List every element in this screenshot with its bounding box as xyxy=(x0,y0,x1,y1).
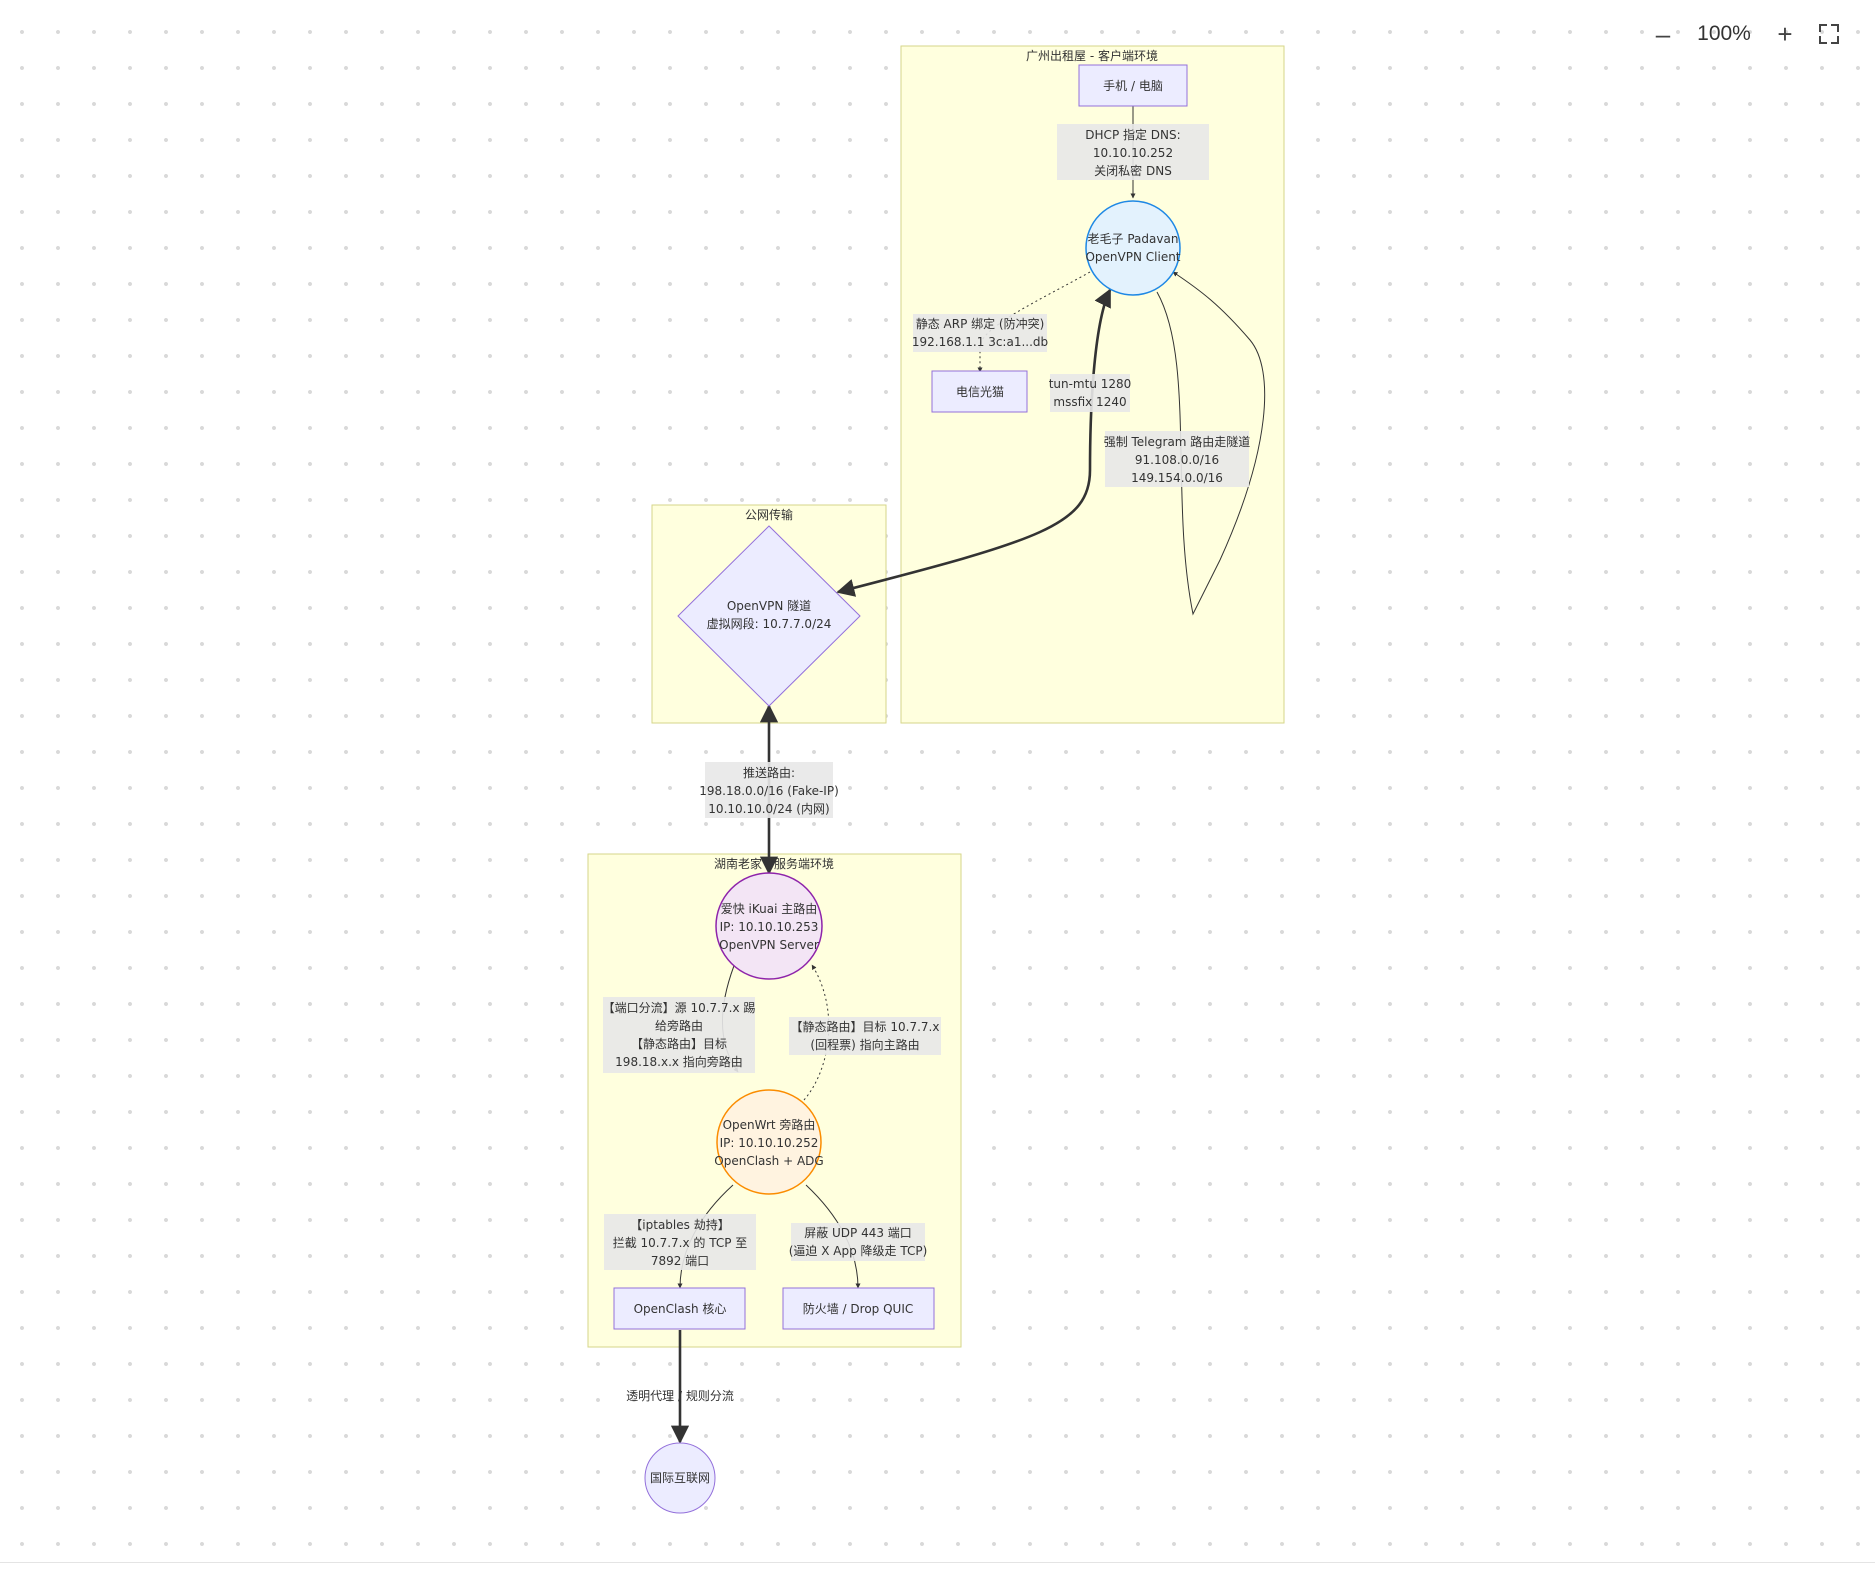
svg-text:OpenVPN Client: OpenVPN Client xyxy=(1085,250,1180,264)
svg-text:IP: 10.10.10.253: IP: 10.10.10.253 xyxy=(720,920,819,934)
svg-text:屏蔽 UDP 443 端口: 屏蔽 UDP 443 端口 xyxy=(804,1226,912,1240)
svg-text:91.108.0.0/16: 91.108.0.0/16 xyxy=(1135,453,1219,467)
edge-label-proxy: 透明代理 / 规则分流 xyxy=(626,1388,734,1403)
svg-text:DHCP 指定 DNS:: DHCP 指定 DNS: xyxy=(1085,127,1180,142)
fullscreen-icon xyxy=(1819,24,1839,44)
svg-text:7892 端口: 7892 端口 xyxy=(651,1254,709,1268)
svg-text:IP: 10.10.10.252: IP: 10.10.10.252 xyxy=(720,1136,819,1150)
node-modem[interactable]: 电信光猫 xyxy=(931,370,1028,413)
svg-text:mssfix 1240: mssfix 1240 xyxy=(1053,395,1126,409)
edge-label-dhcp: DHCP 指定 DNS: 10.10.10.252 关闭私密 DNS xyxy=(1057,124,1209,180)
edge-label-mtu: tun-mtu 1280 mssfix 1240 xyxy=(1049,374,1132,412)
svg-text:198.18.0.0/16 (Fake-IP): 198.18.0.0/16 (Fake-IP) xyxy=(699,784,839,798)
edge-label-arp: 静态 ARP 绑定 (防冲突) 192.168.1.1 3c:a1...db xyxy=(912,314,1048,352)
edge-label-port-split: 【端口分流】源 10.7.7.x 踢 给旁路由 【静态路由】目标 198.18.… xyxy=(603,997,756,1073)
svg-text:OpenWrt 旁路由: OpenWrt 旁路由 xyxy=(723,1117,816,1132)
group-client-title: 广州出租屋 - 客户端环境 xyxy=(1026,48,1158,63)
node-ikuai[interactable]: 爱快 iKuai 主路由 IP: 10.10.10.253 OpenVPN Se… xyxy=(715,872,823,980)
svg-text:透明代理 / 规则分流: 透明代理 / 规则分流 xyxy=(626,1388,734,1403)
plus-icon: + xyxy=(1777,18,1793,49)
node-openwrt[interactable]: OpenWrt 旁路由 IP: 10.10.10.252 OpenClash +… xyxy=(714,1089,824,1195)
svg-text:(逼迫 X App 降级走 TCP): (逼迫 X App 降级走 TCP) xyxy=(789,1244,928,1258)
svg-text:电信光猫: 电信光猫 xyxy=(956,385,1004,399)
svg-text:给旁路由: 给旁路由 xyxy=(655,1018,703,1033)
svg-text:防火墙 / Drop QUIC: 防火墙 / Drop QUIC xyxy=(803,1301,914,1316)
node-firewall[interactable]: 防火墙 / Drop QUIC xyxy=(782,1287,935,1330)
svg-text:192.168.1.1 3c:a1...db: 192.168.1.1 3c:a1...db xyxy=(912,335,1048,349)
svg-text:【静态路由】目标: 【静态路由】目标 xyxy=(631,1036,727,1051)
svg-text:爱快 iKuai 主路由: 爱快 iKuai 主路由 xyxy=(721,901,818,916)
svg-text:OpenClash + ADG: OpenClash + ADG xyxy=(714,1154,823,1168)
svg-text:【静态路由】目标 10.7.7.x: 【静态路由】目标 10.7.7.x xyxy=(791,1019,940,1034)
node-internet[interactable]: 国际互联网 xyxy=(644,1442,716,1514)
edge-padavan-tunnel xyxy=(836,288,1112,597)
edge-openwrt-ikuai xyxy=(803,964,830,1101)
svg-text:手机 / 电脑: 手机 / 电脑 xyxy=(1103,79,1163,93)
node-padavan[interactable]: 老毛子 Padavan OpenVPN Client xyxy=(1085,200,1181,296)
node-openclash-core[interactable]: OpenClash 核心 xyxy=(613,1287,746,1330)
svg-text:(回程票) 指向主路由: (回程票) 指向主路由 xyxy=(810,1037,919,1052)
svg-text:关闭私密 DNS: 关闭私密 DNS xyxy=(1094,163,1172,178)
group-transport-title: 公网传输 xyxy=(745,507,793,522)
svg-text:国际互联网: 国际互联网 xyxy=(650,1471,710,1485)
svg-text:149.154.0.0/16: 149.154.0.0/16 xyxy=(1131,471,1223,485)
svg-text:【端口分流】源 10.7.7.x 踢: 【端口分流】源 10.7.7.x 踢 xyxy=(603,1001,756,1015)
svg-text:静态 ARP 绑定 (防冲突): 静态 ARP 绑定 (防冲突) xyxy=(916,316,1045,331)
svg-text:拦截 10.7.7.x 的 TCP 至: 拦截 10.7.7.x 的 TCP 至 xyxy=(613,1235,748,1250)
minus-icon: – xyxy=(1655,18,1671,49)
fullscreen-button[interactable] xyxy=(1807,14,1851,54)
zoom-level: 100% xyxy=(1697,22,1751,45)
svg-text:强制 Telegram 路由走隧道: 强制 Telegram 路由走隧道 xyxy=(1104,434,1251,449)
edge-telegram-loop xyxy=(1156,271,1266,616)
node-tunnel[interactable]: OpenVPN 隧道 虚拟网段: 10.7.7.0/24 xyxy=(677,525,861,707)
edge-label-udp: 屏蔽 UDP 443 端口 (逼迫 X App 降级走 TCP) xyxy=(789,1223,928,1261)
zoom-in-button[interactable]: + xyxy=(1763,14,1807,54)
bottom-divider xyxy=(0,1562,1875,1563)
svg-text:OpenVPN Server: OpenVPN Server xyxy=(719,938,819,952)
svg-text:10.10.10.0/24 (内网): 10.10.10.0/24 (内网) xyxy=(708,802,829,816)
svg-text:OpenVPN 隧道: OpenVPN 隧道 xyxy=(727,598,811,613)
edge-label-push: 推送路由: 198.18.0.0/16 (Fake-IP) 10.10.10.0… xyxy=(699,762,839,818)
group-server-title: 湖南老家 - 服务端环境 xyxy=(714,856,834,871)
svg-text:OpenClash 核心: OpenClash 核心 xyxy=(634,1302,727,1316)
svg-text:推送路由:: 推送路由: xyxy=(743,765,795,780)
svg-text:tun-mtu 1280: tun-mtu 1280 xyxy=(1049,377,1132,391)
svg-text:【iptables 劫持】: 【iptables 劫持】 xyxy=(630,1217,729,1232)
svg-text:老毛子 Padavan: 老毛子 Padavan xyxy=(1088,232,1179,246)
svg-text:10.10.10.252: 10.10.10.252 xyxy=(1093,146,1173,160)
zoom-toolbar: – 100% + xyxy=(1641,14,1851,54)
edge-label-iptables: 【iptables 劫持】 拦截 10.7.7.x 的 TCP 至 7892 端… xyxy=(604,1214,756,1270)
node-devices[interactable]: 手机 / 电脑 xyxy=(1078,64,1188,107)
zoom-out-button[interactable]: – xyxy=(1641,14,1685,54)
svg-text:198.18.x.x 指向旁路由: 198.18.x.x 指向旁路由 xyxy=(615,1054,743,1069)
edge-label-return-route: 【静态路由】目标 10.7.7.x (回程票) 指向主路由 xyxy=(789,1017,941,1055)
edge-label-telegram: 强制 Telegram 路由走隧道 91.108.0.0/16 149.154.… xyxy=(1104,431,1251,487)
svg-text:虚拟网段: 10.7.7.0/24: 虚拟网段: 10.7.7.0/24 xyxy=(707,616,832,631)
